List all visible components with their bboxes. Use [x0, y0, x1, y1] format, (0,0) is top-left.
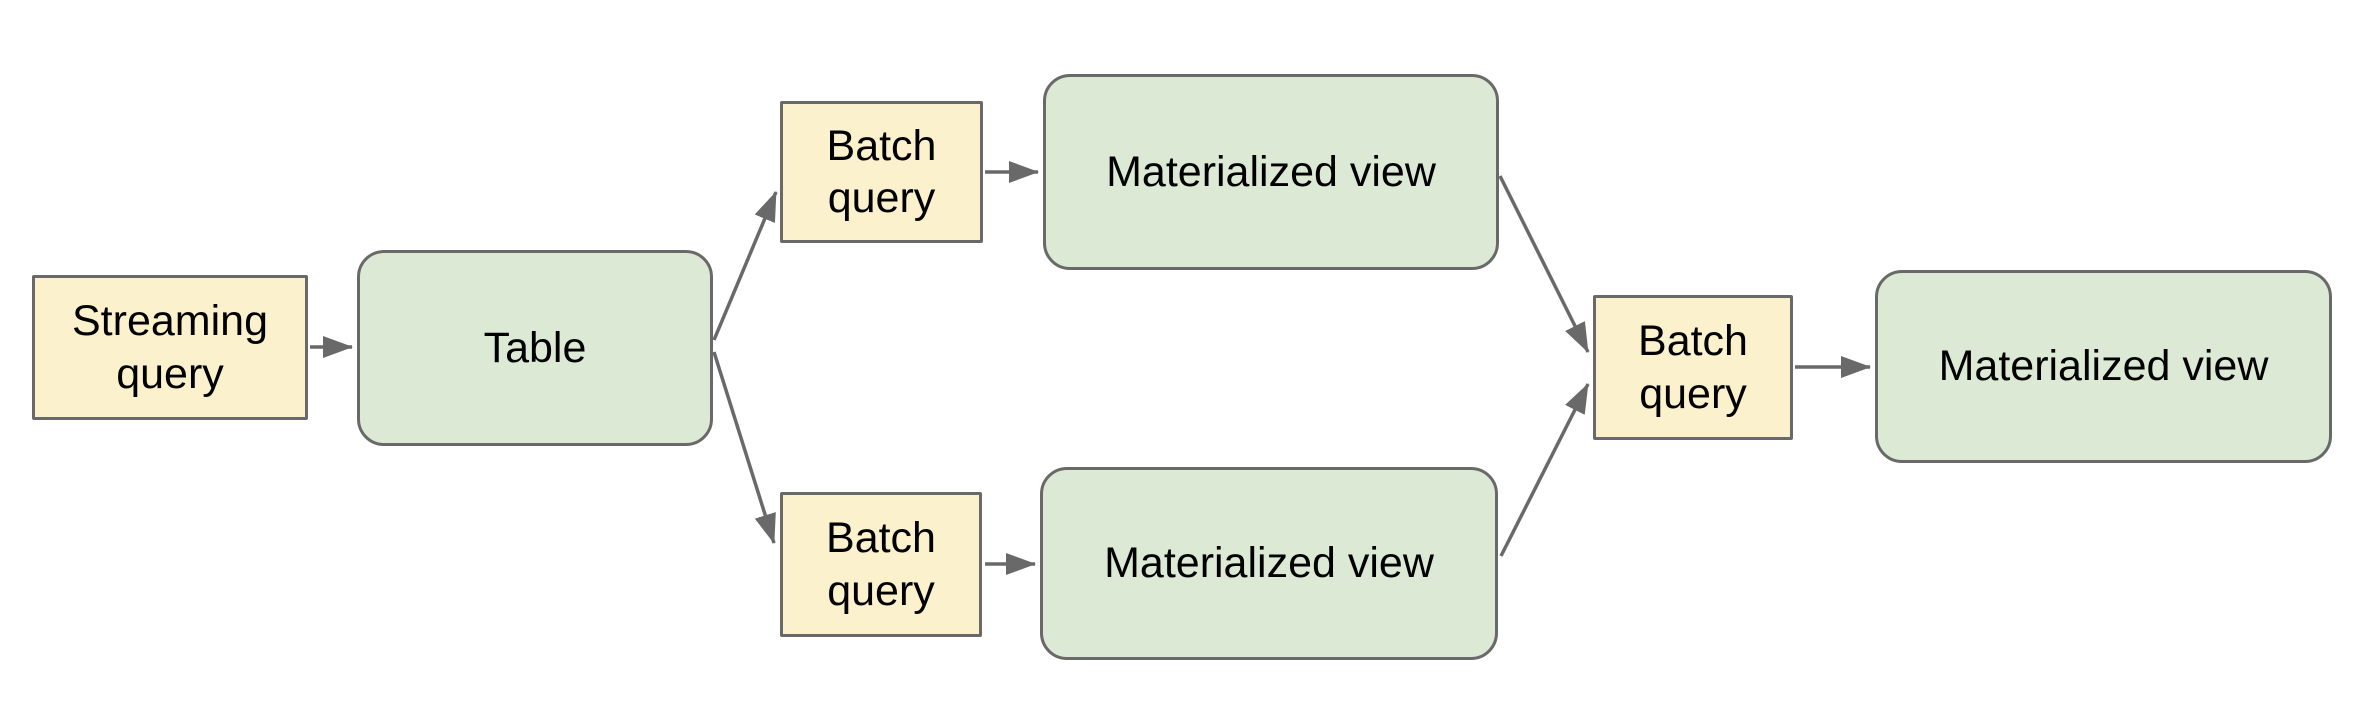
- node-materialized-view-final: Materialized view: [1875, 270, 2332, 463]
- node-table: Table: [357, 250, 713, 446]
- edge-table-to-batch-query-bottom: [712, 351, 776, 544]
- edge-materialized-view-bottom-to-batch-query-join: [1499, 383, 1590, 557]
- node-table-label: Table: [483, 323, 587, 372]
- node-streaming-query-label: Streaming query: [72, 297, 268, 398]
- node-batch-query-bottom: Batch query: [780, 492, 982, 637]
- edge-materialized-view-top-to-batch-query-join: [1498, 175, 1590, 353]
- node-materialized-view-final-label: Materialized view: [1938, 342, 2269, 391]
- node-materialized-view-top: Materialized view: [1043, 74, 1499, 270]
- node-materialized-view-bottom: Materialized view: [1040, 467, 1498, 660]
- node-batch-query-bottom-label: Batch query: [826, 514, 936, 615]
- edge-table-to-batch-query-top: [712, 191, 778, 341]
- node-batch-query-top-label: Batch query: [826, 121, 937, 222]
- node-batch-query-join-label: Batch query: [1638, 317, 1748, 418]
- node-batch-query-join: Batch query: [1593, 295, 1793, 440]
- node-materialized-view-top-label: Materialized view: [1106, 147, 1436, 196]
- node-batch-query-top: Batch query: [780, 101, 983, 243]
- node-streaming-query: Streaming query: [32, 275, 308, 420]
- node-materialized-view-bottom-label: Materialized view: [1104, 539, 1434, 588]
